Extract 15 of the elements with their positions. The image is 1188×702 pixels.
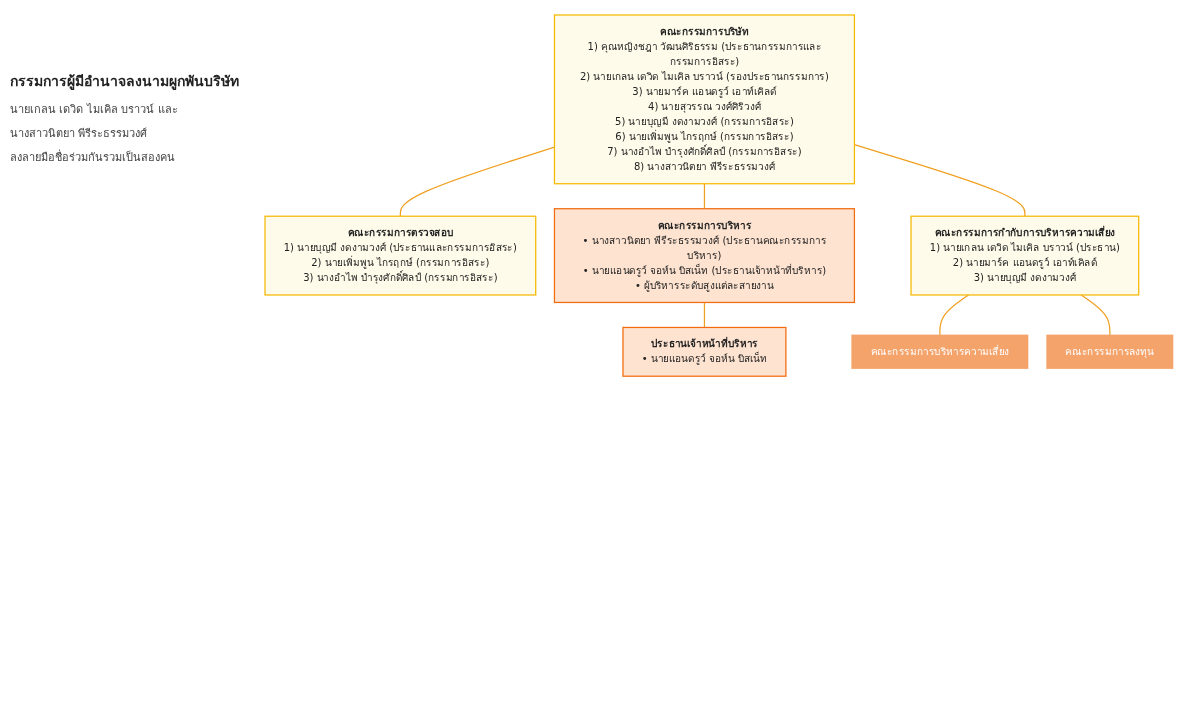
node-box: คณะกรรมการลงทุน (1046, 334, 1174, 369)
heading-text: กรรมการผู้มีอำนาจลงนามผูกพันบริษัท (10, 72, 240, 92)
note-text: นายเกลน เดวิด ไมเคิล บราวน์ และ (10, 102, 179, 118)
note-text: ลงลายมือชื่อร่วมกันรวมเป็นสองคน (10, 148, 176, 166)
node-box: คณะกรรมการบริหาร • นางสาวนิตยา พีรีระธรรมวงศ์ (ประธานคณะกรรมการบริหาร) • นายแอนดรูว์ จอห์น บิสเน็ท (ประธานเจ้าหน้าที่บริหาร) • ผู้บริหารระดับสูงแต่ละสายงาน (553, 208, 856, 304)
connector (703, 183, 706, 210)
note-text: นางสาวนิตยา พีรีระธรรมวงศ์ (10, 126, 149, 142)
node-box: คณะกรรมการบริหารความเสี่ยง (851, 334, 1029, 369)
connector (939, 294, 970, 336)
connector (1080, 294, 1111, 336)
node-box: คณะกรรมการตรวจสอบ 1) นายบุญมี งดงามวงศ์ (ประธานและกรรมการอิสระ) 2) นายเพิ่มพูน ไกรฤกษ์ (กรรมการอิสระ) 3) นางอำไพ บำรุงศักดิ์ศิลป์ (กรรมการอิสระ) (264, 215, 537, 296)
node-box: คณะกรรมการกำกับการบริหารความเสี่ยง 1) นายเกลน เดวิด ไมเคิล บราวน์ (ประธาน) 2) นายมาร์ค แอนดรูว์ เอาท์เคิลด์ 3) นายบุญมี งดงามวงศ์ (910, 215, 1140, 296)
node-box: ประธานเจ้าหน้าที่บริหาร • นายแอนดรูว์ จอห์น บิสเน็ท (622, 326, 787, 377)
node-box: คณะกรรมการบริษัท 1) คุณหญิงชฎา วัฒนศิริธรรม (ประธานกรรมการและกรรมการอิสระ) 2) นายเกลน เดวิด ไมเคิล บราวน์ (รองประธานกรรมการ) 3) นายมาร์ค แอนดรูว์ เอาท์เคิลด์ 4) นายสุวรรณ วงศ์ศิริวงศ์ 5) นายบุญมี งดงามวงศ์ (กรรมการอิสระ) 6) นายเพิ่มพูน ไกรฤกษ์ (กรรมการอิสระ) 7) นางอำไพ บำรุงศักดิ์ศิลป์ (กรรมการอิสระ) 8) นางสาวนิตยา พีรีระธรรมวงศ์ (553, 14, 856, 185)
connector (703, 301, 706, 329)
